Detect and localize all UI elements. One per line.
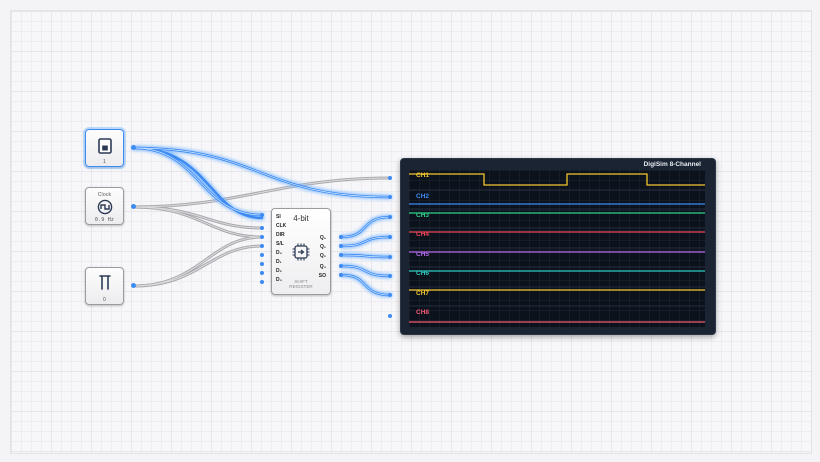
channel-label-ch8: CH8: [416, 309, 430, 316]
pin-label-d2: D₂: [276, 268, 282, 274]
analyzer-pin-ch4[interactable]: [388, 235, 392, 239]
pin-label-q2: Q₂: [319, 253, 326, 259]
waveform-ch1: [409, 173, 705, 186]
switch-output-pin[interactable]: [131, 145, 136, 150]
pin-label-dir: DIR: [276, 232, 285, 238]
pin-sl[interactable]: [260, 244, 264, 248]
analyzer-pin-ch3[interactable]: [388, 215, 392, 219]
pin-label-q3: Q₃: [319, 264, 326, 270]
wire-switch-to-si-2[interactable]: [132, 146, 264, 220]
push-button[interactable]: 0: [85, 267, 124, 305]
channel-label-ch1: CH1: [416, 172, 430, 179]
pin-label-q0: Q₀: [319, 235, 326, 241]
analyzer-pin-ch6[interactable]: [388, 274, 392, 278]
toggle-switch[interactable]: 1: [85, 129, 124, 167]
channel-label-ch6: CH6: [416, 270, 430, 277]
pin-dir[interactable]: [260, 235, 264, 239]
switch-icon: [98, 138, 112, 154]
pin-q2[interactable]: [339, 253, 343, 257]
analyzer-pin-ch8[interactable]: [388, 314, 392, 318]
channel-label-ch3: CH3: [416, 212, 430, 219]
pin-label-si: SI: [276, 214, 281, 220]
pin-q0[interactable]: [339, 235, 343, 239]
pin-label-q1: Q₁: [320, 244, 326, 250]
waveform-layer: [409, 173, 705, 323]
pin-label-so: SO: [318, 273, 326, 279]
pin-d0[interactable]: [260, 253, 264, 257]
analyzer-pin-ch2[interactable]: [388, 195, 392, 199]
clock-title: Clock: [97, 192, 112, 198]
analyzer-pin-ch5[interactable]: [388, 255, 392, 259]
shift-register[interactable]: 4-bit SI CLK DIR S/L D₀ D₁ D₂ D₃ Q₀ Q₁ Q…: [271, 208, 331, 295]
pin-q1[interactable]: [339, 244, 343, 248]
pin-q3[interactable]: [339, 264, 343, 268]
pin-label-d0: D₀: [276, 250, 282, 256]
analyzer-screen: CH1 CH2 CH3 CH4 CH5 CH6 CH7 CH8: [409, 170, 705, 327]
pin-label-d3: D₃: [276, 277, 282, 283]
shift-register-title: 4-bit: [293, 214, 309, 223]
channel-label-ch4: CH4: [416, 231, 430, 238]
clock-frequency: 0.9 Hz: [94, 217, 115, 223]
logic-analyzer[interactable]: DigiSim 8-Channel CH1 CH2 CH3 C: [400, 158, 716, 335]
clock-generator[interactable]: Clock 0.9 Hz: [85, 187, 124, 225]
wire-button-to-sl[interactable]: [132, 235, 264, 288]
button-value: 0: [103, 297, 106, 303]
analyzer-pin-ch1[interactable]: [388, 176, 392, 180]
channel-label-ch5: CH5: [416, 251, 430, 258]
pin-d3[interactable]: [260, 280, 264, 284]
analyzer-pin-ch7[interactable]: [388, 293, 392, 297]
pin-label-clk: CLK: [276, 223, 287, 229]
pin-si[interactable]: [260, 213, 264, 217]
push-button-icon: [99, 275, 111, 290]
clock-output-pin[interactable]: [131, 204, 136, 209]
pin-label-sl: S/L: [276, 241, 284, 247]
pin-label-d1: D₁: [276, 259, 282, 265]
pin-d1[interactable]: [260, 262, 264, 266]
analyzer-title: DigiSim 8-Channel: [643, 161, 701, 168]
channel-label-ch2: CH2: [416, 193, 430, 200]
clock-wave-icon: [97, 199, 113, 215]
pin-d2[interactable]: [260, 271, 264, 275]
pin-clk[interactable]: [260, 226, 264, 230]
button-output-pin[interactable]: [131, 283, 136, 288]
channel-label-ch7: CH7: [416, 290, 430, 297]
shift-register-name-line1: SHIFT: [294, 279, 308, 284]
switch-value: 1: [103, 159, 106, 165]
chip-icon: [292, 243, 310, 261]
wire-switch-to-si[interactable]: [132, 146, 264, 217]
pin-so[interactable]: [339, 273, 343, 277]
shift-register-name-line2: REGISTER: [289, 284, 313, 289]
